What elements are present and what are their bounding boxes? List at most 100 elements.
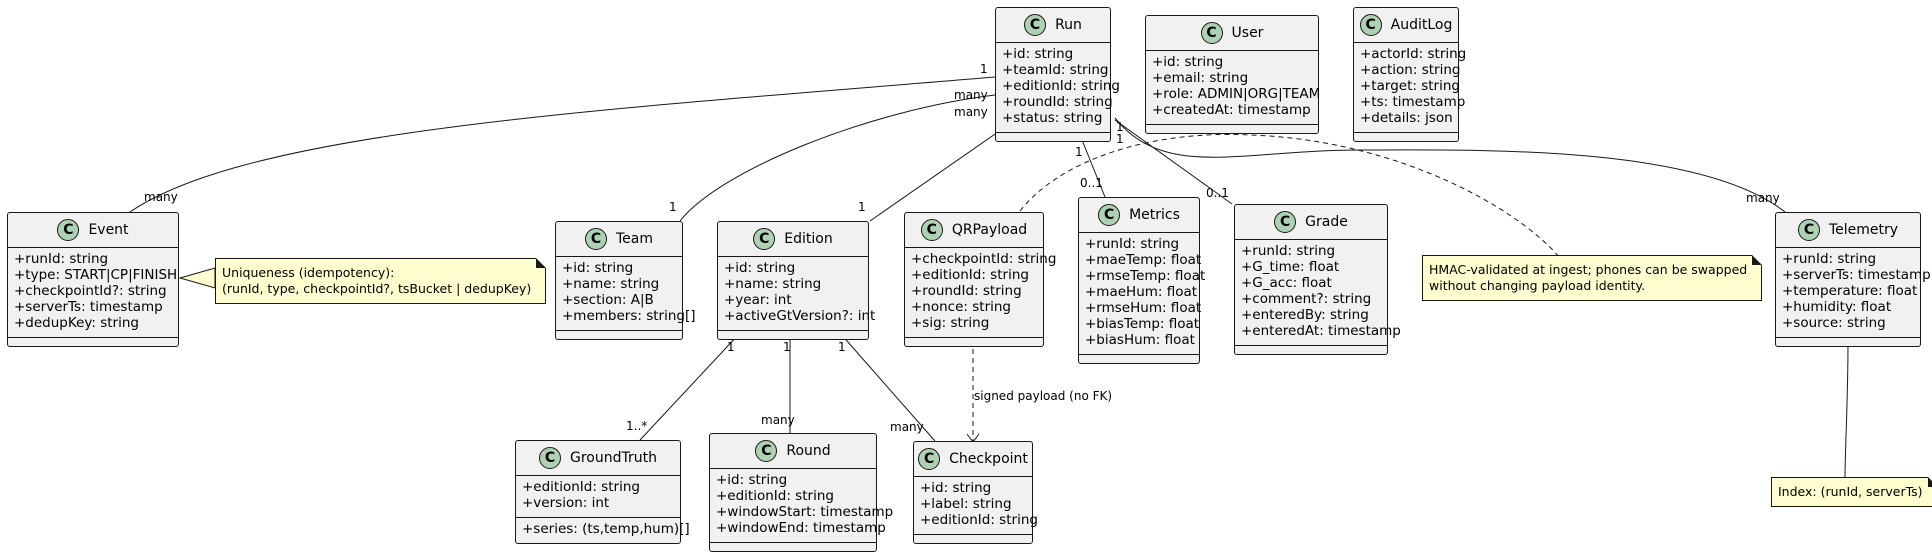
class-event[interactable]: C Event +runId: string +type: START|CP|F…	[7, 212, 179, 347]
class-user[interactable]: C User +id: string +email: string +role:…	[1145, 15, 1321, 134]
attribute: +checkpointId: string	[911, 251, 1057, 267]
class-icon: C	[584, 228, 607, 250]
edge-run-metrics	[1079, 134, 1106, 198]
attribute: +runId: string	[1782, 251, 1877, 267]
class-name: Metrics	[1129, 207, 1180, 223]
class-qrpayload-header: C QRPayload	[905, 213, 1043, 248]
attribute: +id: string	[724, 260, 796, 276]
note-line: without changing payload identity.	[1429, 278, 1646, 293]
class-name: AuditLog	[1390, 17, 1453, 33]
class-auditlog-header: C AuditLog	[1354, 8, 1458, 43]
class-name: GroundTruth	[570, 450, 657, 466]
mult-edition-checkpoint-cp: many	[890, 420, 924, 434]
attribute-list: +checkpointId: string +editionId: string…	[905, 248, 1057, 338]
mult-edition-round-edition: 1	[783, 340, 791, 354]
class-name: Checkpoint	[949, 451, 1028, 467]
note-telemetry-index: Index: (runId, serverTs)	[1771, 477, 1932, 507]
attribute: +runId: string	[1085, 236, 1180, 252]
edge-run-telemetry	[1114, 117, 1786, 213]
attribute: +members: string[]	[562, 308, 696, 324]
attribute: +roundId: string	[1002, 94, 1113, 110]
class-metrics[interactable]: C Metrics +runId: string +maeTemp: float…	[1078, 197, 1205, 364]
note-hmac: HMAC-validated at ingest; phones can be …	[1422, 255, 1763, 301]
class-qrpayload[interactable]: C QRPayload +checkpointId: string +editi…	[904, 212, 1057, 347]
attribute: +biasTemp: float	[1085, 316, 1200, 332]
note-line: (runId, type, checkpointId?, tsBucket | …	[222, 281, 532, 296]
attribute: +createdAt: timestamp	[1152, 102, 1311, 118]
class-round[interactable]: C Round +id: string +editionId: string +…	[709, 433, 894, 552]
class-name: Team	[615, 231, 653, 247]
attribute: +maeTemp: float	[1085, 252, 1202, 268]
method: +series: (ts,temp,hum)[]	[522, 521, 690, 537]
class-checkpoint-header: C Checkpoint	[914, 442, 1032, 477]
attribute: +name: string	[724, 276, 822, 292]
attribute: +id: string	[562, 260, 634, 276]
class-name: User	[1231, 25, 1264, 41]
class-grade[interactable]: C Grade +runId: string +G_time: float +G…	[1234, 204, 1401, 355]
mult-run-telemetry-run: 1	[1116, 132, 1124, 146]
edge-run-grade	[1114, 119, 1233, 205]
method-list	[710, 543, 876, 551]
attribute: +G_acc: float	[1241, 275, 1332, 291]
attribute-list: +actorId: string +action: string +target…	[1354, 43, 1466, 133]
mult-edition-round-round: many	[761, 413, 795, 427]
attribute-list: +runId: string +G_time: float +G_acc: fl…	[1235, 240, 1401, 346]
class-name: Event	[88, 222, 129, 238]
class-checkpoint[interactable]: C Checkpoint +id: string +label: string …	[913, 441, 1038, 544]
note-event-uniqueness: Uniqueness (idempotency): (runId, type, …	[215, 258, 547, 304]
note-line: Uniqueness (idempotency):	[222, 265, 395, 280]
attribute: +version: int	[522, 495, 610, 511]
class-name: Round	[786, 443, 831, 459]
edge-multiplicity-labels: 1 many many 1 many 1 1 0..1 1 0..1 1 man…	[144, 62, 1780, 434]
method-list	[1079, 355, 1199, 363]
attribute: +runId: string	[1241, 243, 1336, 259]
method-list	[1235, 346, 1387, 354]
class-team[interactable]: C Team +id: string +name: string +sectio…	[555, 221, 696, 340]
mult-run-edition-run: many	[954, 105, 988, 119]
attribute: +biasHum: float	[1085, 332, 1195, 348]
attribute-list: +id: string +teamId: string +editionId: …	[996, 43, 1120, 133]
class-telemetry-header: C Telemetry	[1776, 213, 1920, 248]
class-name: Telemetry	[1828, 222, 1899, 238]
class-icon: C	[1359, 14, 1382, 36]
attribute: +section: A|B	[562, 292, 654, 308]
class-groundtruth[interactable]: C GroundTruth +editionId: string +versio…	[515, 440, 690, 544]
mult-run-edition-edition: 1	[858, 200, 866, 214]
class-metrics-header: C Metrics	[1079, 198, 1199, 233]
attribute-list: +id: string +email: string +role: ADMIN|…	[1146, 51, 1321, 125]
note-fold	[1927, 477, 1932, 487]
attribute-list: +id: string +editionId: string +windowSt…	[710, 469, 894, 543]
class-groundtruth-header: C GroundTruth	[516, 441, 680, 476]
edge-run-team	[679, 94, 996, 222]
class-user-header: C User	[1146, 16, 1318, 51]
class-team-header: C Team	[556, 222, 682, 257]
attribute: +sig: string	[911, 315, 990, 331]
class-event-header: C Event	[8, 213, 178, 248]
mult-run-grade-run: 1	[1116, 120, 1124, 134]
class-run[interactable]: C Run +id: string +teamId: string +editi…	[995, 7, 1120, 142]
attribute: +name: string	[562, 276, 660, 292]
method-list	[1354, 133, 1458, 141]
method-list: +series: (ts,temp,hum)[]	[516, 518, 690, 543]
method-list	[905, 338, 1043, 346]
attribute: +dedupKey: string	[14, 315, 139, 331]
attribute: +editionId: string	[1002, 78, 1120, 94]
note-line: HMAC-validated at ingest; phones can be …	[1429, 262, 1748, 277]
method-list	[996, 133, 1110, 141]
class-edition[interactable]: C Edition +id: string +name: string +yea…	[717, 221, 875, 340]
class-telemetry[interactable]: C Telemetry +runId: string +serverTs: ti…	[1775, 212, 1931, 347]
attribute: +G_time: float	[1241, 259, 1340, 275]
class-name: Run	[1055, 17, 1082, 33]
mult-edition-checkpoint-edition: 1	[838, 340, 846, 354]
class-auditlog[interactable]: C AuditLog +actorId: string +action: str…	[1353, 7, 1466, 142]
attribute-list: +runId: string +maeTemp: float +rmseTemp…	[1079, 233, 1205, 355]
attribute: +id: string	[920, 480, 992, 496]
attribute: +action: string	[1360, 62, 1461, 78]
attribute: +role: ADMIN|ORG|TEAM	[1152, 86, 1321, 102]
class-edition-header: C Edition	[718, 222, 868, 257]
class-icon: C	[1098, 204, 1121, 226]
attribute: +windowStart: timestamp	[716, 504, 894, 520]
class-run-header: C Run	[996, 8, 1110, 43]
attribute: +id: string	[716, 472, 788, 488]
